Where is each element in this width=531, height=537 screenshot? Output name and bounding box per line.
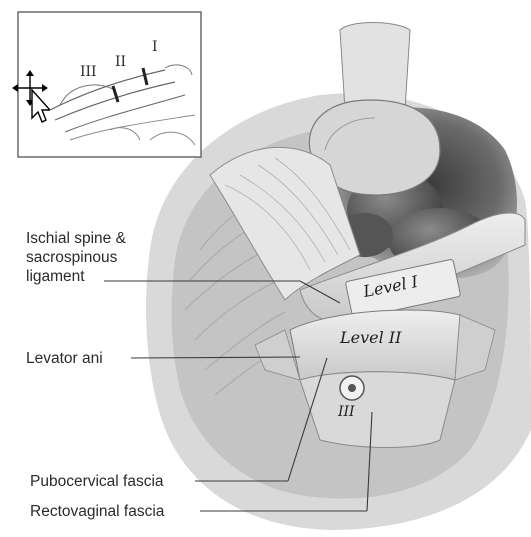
label-level-2: Level II	[340, 328, 401, 347]
inset-label-level-1: I	[152, 38, 158, 57]
inset-label-level-3: III	[80, 63, 97, 82]
callout-rectovaginal-fascia: Rectovaginal fascia	[30, 502, 164, 521]
callout-ischial-spine: Ischial spine & sacrospinous ligament	[26, 229, 126, 286]
callout-pubocervical-fascia: Pubocervical fascia	[30, 472, 164, 491]
label-level-3: III	[338, 403, 355, 422]
level-3-support	[300, 372, 455, 448]
callout-levator-ani: Levator ani	[26, 349, 103, 368]
move-cursor-icon	[10, 68, 50, 124]
callout-ischial-spine-line: ligament	[26, 267, 126, 286]
inset-label-level-2: II	[115, 53, 126, 72]
callout-ischial-spine-line: Ischial spine &	[26, 229, 126, 248]
callout-ischial-spine-line: sacrospinous	[26, 248, 126, 267]
